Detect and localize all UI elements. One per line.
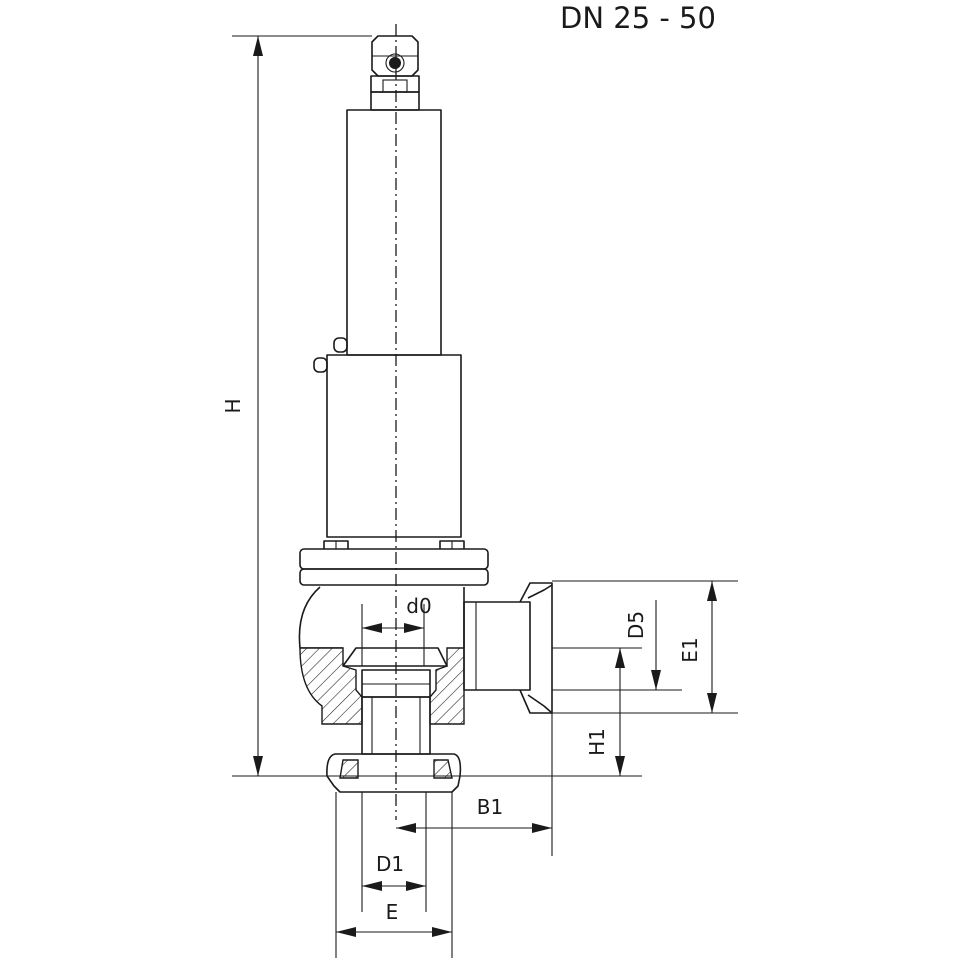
dimension-d0-label: d0	[406, 594, 431, 618]
inlet-ferrule	[326, 753, 462, 793]
title-label: DN 25 - 50	[560, 1, 716, 35]
dimension-b1-label: B1	[477, 795, 503, 819]
dimension-d5-label: D5	[624, 611, 648, 639]
dimension-e: E	[335, 792, 453, 958]
dimension-d1-label: D1	[376, 852, 404, 876]
upper-bonnet	[333, 109, 442, 356]
body-flange	[299, 540, 489, 586]
dimension-d0: d0	[361, 594, 432, 666]
valve-seat	[342, 647, 448, 698]
valve-body	[298, 24, 553, 820]
dimension-h: H	[221, 35, 372, 777]
dimension-h-label: H	[221, 398, 245, 413]
dimension-e1-label: E1	[678, 637, 702, 662]
dimension-h1-label: H1	[585, 728, 609, 756]
body-bowl	[298, 586, 465, 725]
dimension-b1: B1	[396, 713, 553, 856]
lower-bonnet	[313, 354, 462, 538]
outlet-nozzle	[463, 582, 553, 714]
top-cap	[370, 35, 420, 111]
dimension-h1: H1	[460, 648, 642, 777]
dimension-e1: E1	[552, 580, 738, 714]
dimension-d5: D5	[552, 600, 682, 691]
dimension-e-label: E	[386, 900, 399, 924]
dimension-d1: D1	[361, 792, 427, 912]
